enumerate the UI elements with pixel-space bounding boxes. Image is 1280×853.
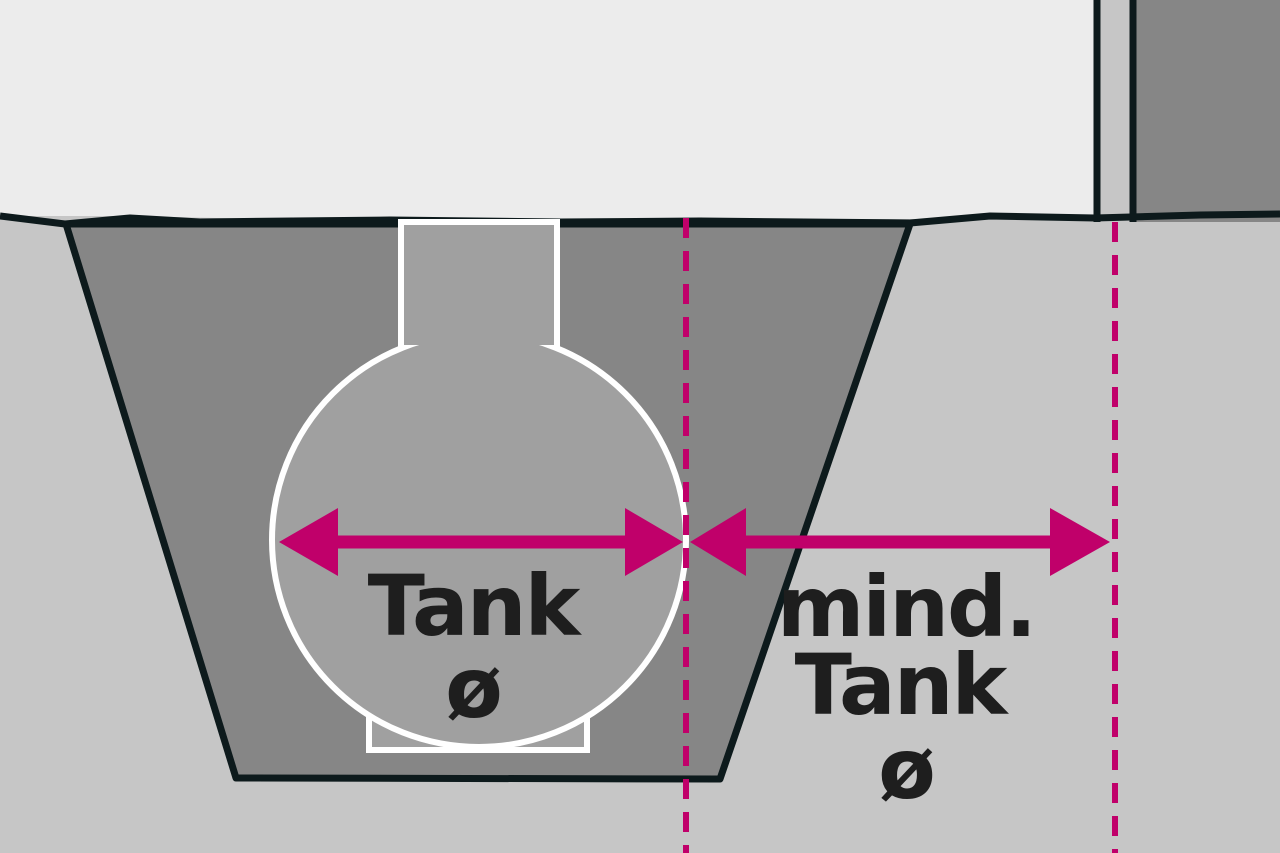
arrowhead-left <box>690 508 746 576</box>
min-distance-label-line1: mind. <box>777 558 1035 656</box>
minimum-distance-arrow <box>690 508 1110 576</box>
min-distance-label-line2: Tank <box>795 636 1010 734</box>
tank-diameter-arrow <box>279 508 683 576</box>
building-wall-face <box>1097 0 1133 222</box>
sky-area <box>0 0 1280 225</box>
tank-diameter-label-line2: ø <box>445 639 501 737</box>
building-wall <box>1133 0 1280 222</box>
arrowhead-left <box>279 508 338 576</box>
arrowhead-right <box>625 508 683 576</box>
tank-diameter-label-line1: Tank <box>368 557 583 655</box>
arrowhead-right <box>1050 508 1110 576</box>
tank-shaft-fill <box>404 225 554 345</box>
min-distance-label-line3: ø <box>878 720 934 818</box>
